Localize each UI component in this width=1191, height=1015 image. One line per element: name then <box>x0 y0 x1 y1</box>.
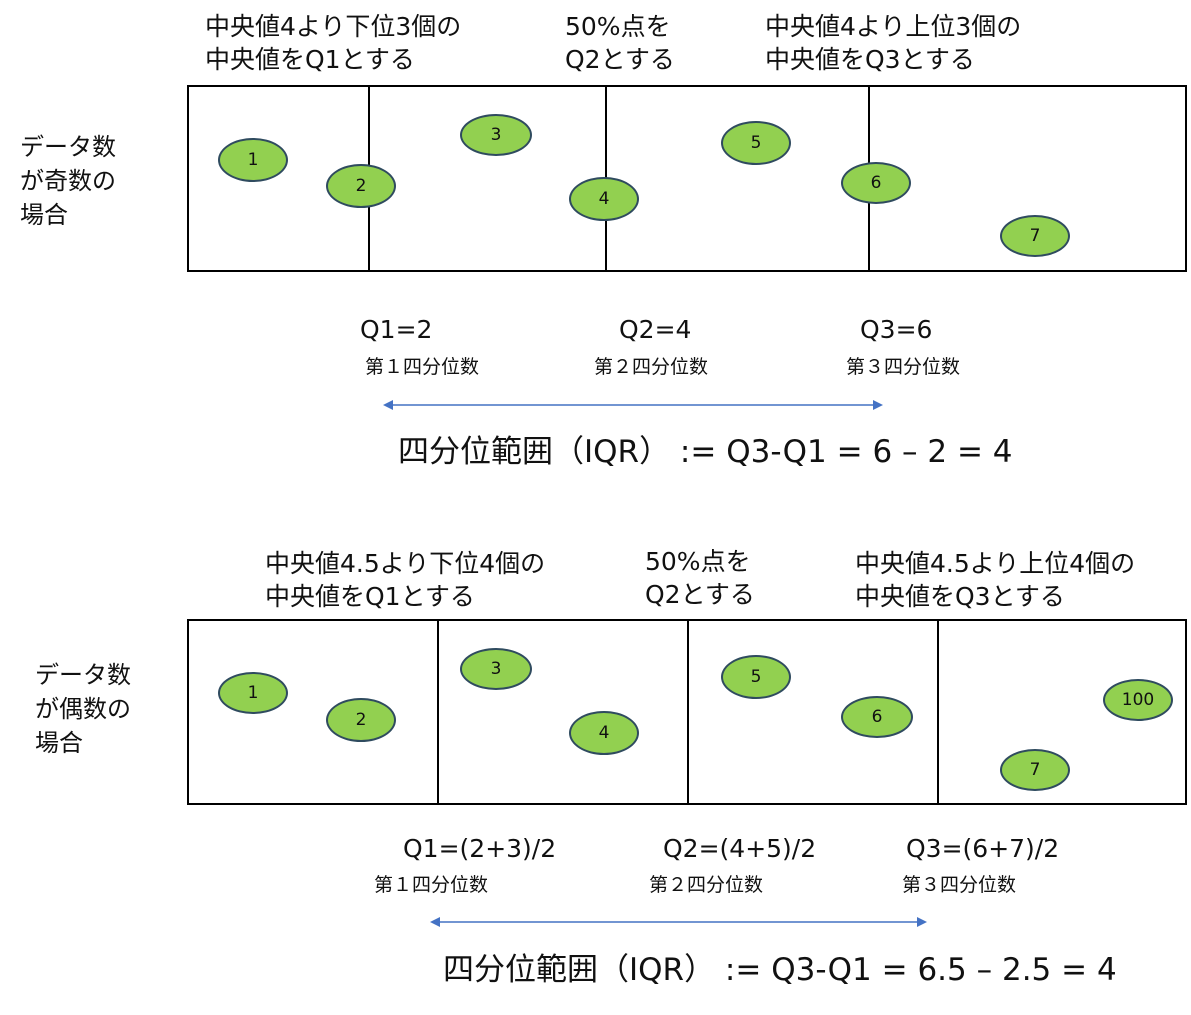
odd-note-q2-line1: 50%点を <box>565 12 671 41</box>
even-ball-7: 7 <box>1000 749 1070 791</box>
odd-note-q1-line1: 中央値4より下位3個の <box>205 12 462 41</box>
even-note-q3-line2: 中央値をQ3とする <box>855 582 1065 611</box>
even-note-q1-line2: 中央値をQ1とする <box>265 582 475 611</box>
odd-data-box <box>187 85 1187 272</box>
odd-side-label-line3: 場合 <box>20 201 68 229</box>
odd-note-q1: 中央値4より下位3個の 中央値をQ1とする <box>205 10 461 76</box>
odd-q2-name: 第２四分位数 <box>594 356 709 378</box>
even-side-label: データ数 が偶数の 場合 <box>35 658 131 760</box>
odd-note-q2-line2: Q2とする <box>565 45 675 74</box>
even-note-q1-line1: 中央値4.5より下位4個の <box>265 549 546 578</box>
odd-side-label-line2: が奇数の <box>20 167 116 195</box>
odd-ball-5: 5 <box>721 121 791 165</box>
odd-q1-value: Q1=2 <box>360 315 433 344</box>
even-ball-100: 100 <box>1103 679 1173 721</box>
odd-ball-6: 6 <box>841 162 911 204</box>
even-divider-q1 <box>437 619 439 805</box>
even-q3-value: Q3=(6+7)/2 <box>906 834 1060 863</box>
even-note-q3: 中央値4.5より上位4個の 中央値をQ3とする <box>855 547 1135 613</box>
even-iqr-arrow <box>430 917 927 927</box>
odd-q3-name: 第３四分位数 <box>846 356 961 378</box>
even-q2-value: Q2=(4+5)/2 <box>663 834 817 863</box>
even-note-q3-line1: 中央値4.5より上位4個の <box>855 549 1136 578</box>
odd-q3-value: Q3=6 <box>860 315 933 344</box>
even-ball-2: 2 <box>326 698 396 742</box>
even-ball-4: 4 <box>569 711 639 755</box>
odd-iqr-formula: 四分位範囲（IQR） := Q3-Q1 = 6 – 2 = 4 <box>398 434 1013 470</box>
even-note-q2-line1: 50%点を <box>645 547 751 576</box>
odd-ball-7: 7 <box>1000 215 1070 257</box>
odd-ball-2: 2 <box>326 164 396 208</box>
even-side-label-line1: データ数 <box>35 661 131 689</box>
even-q1-name: 第１四分位数 <box>374 874 489 896</box>
odd-note-q2: 50%点を Q2とする <box>565 10 675 76</box>
even-note-q2-line2: Q2とする <box>645 580 755 609</box>
odd-side-label-line1: データ数 <box>20 133 116 161</box>
even-ball-6: 6 <box>841 696 913 738</box>
even-side-label-line2: が偶数の <box>35 695 131 723</box>
even-side-label-line3: 場合 <box>35 729 83 757</box>
odd-ball-4: 4 <box>569 177 639 221</box>
even-q2-name: 第２四分位数 <box>649 874 764 896</box>
even-divider-q2 <box>687 619 689 805</box>
odd-q2-value: Q2=4 <box>619 315 692 344</box>
odd-iqr-arrow <box>383 400 883 410</box>
odd-ball-3: 3 <box>460 114 532 156</box>
even-note-q2: 50%点を Q2とする <box>645 545 755 611</box>
odd-note-q3-line2: 中央値をQ3とする <box>765 45 975 74</box>
odd-note-q1-line2: 中央値をQ1とする <box>205 45 415 74</box>
even-q3-name: 第３四分位数 <box>902 874 1017 896</box>
odd-ball-1: 1 <box>218 138 288 182</box>
even-divider-q3 <box>937 619 939 805</box>
odd-side-label: データ数 が奇数の 場合 <box>20 130 116 232</box>
even-iqr-formula: 四分位範囲（IQR） := Q3-Q1 = 6.5 – 2.5 = 4 <box>443 952 1117 988</box>
even-note-q1: 中央値4.5より下位4個の 中央値をQ1とする <box>265 547 545 613</box>
even-ball-5: 5 <box>721 655 791 699</box>
odd-q1-name: 第１四分位数 <box>365 356 480 378</box>
odd-note-q3-line1: 中央値4より上位3個の <box>765 12 1022 41</box>
even-ball-1: 1 <box>218 672 288 714</box>
even-ball-3: 3 <box>460 648 532 690</box>
odd-note-q3: 中央値4より上位3個の 中央値をQ3とする <box>765 10 1021 76</box>
even-q1-value: Q1=(2+3)/2 <box>403 834 557 863</box>
